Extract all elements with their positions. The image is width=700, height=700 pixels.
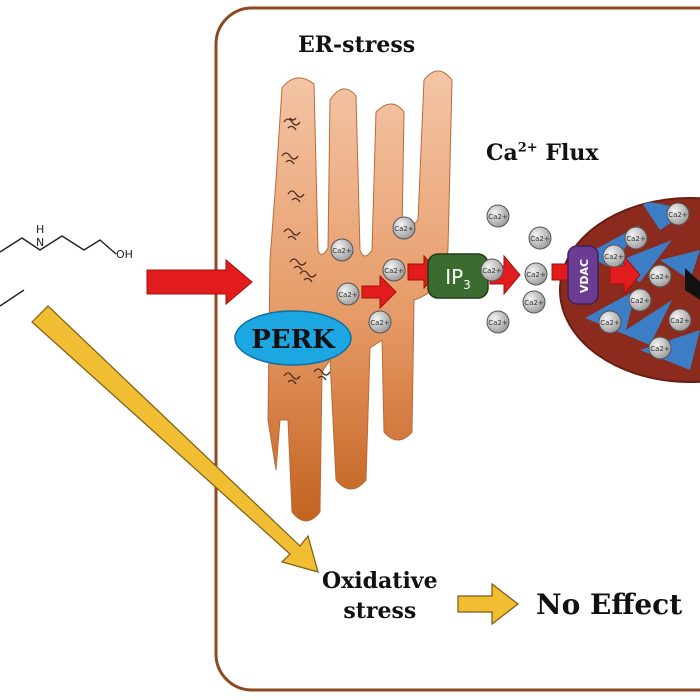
calcium-ion: Ca2+ [486,204,510,228]
calcium-ion: Ca2+ [602,244,626,268]
calcium-ion-label: Ca2+ [626,235,646,243]
drug-molecule: H N OH [0,223,133,307]
ca-flux-prefix: Ca [486,140,518,166]
calcium-ion: Ca2+ [598,310,622,334]
endoplasmic-reticulum [267,70,453,522]
ip3-label: IP3 [445,265,471,292]
perk-label: PERK [251,325,336,355]
calcium-ion: Ca2+ [368,310,392,334]
ca-flux-label: Ca2+ Flux [486,140,598,166]
er-to-ip3-arrow-1 [361,274,397,310]
vdac-channel: VDAC [567,245,599,305]
ip3-receptor: IP3 [427,253,489,299]
calcium-ion: Ca2+ [528,226,552,250]
ip3-to-flux-arrow [489,254,521,296]
calcium-ion-label: Ca2+ [394,225,414,233]
ca-flux-sup: 2+ [517,140,538,156]
calcium-ion-label: Ca2+ [668,211,688,219]
vdac-to-mito-arrow [609,254,641,296]
calcium-ion: Ca2+ [486,310,510,334]
calcium-ions: Ca2+ Ca2+ Ca2+ Ca2+ Ca2+ Ca2+ Ca2+ Ca2+ Ca2+ Ca2+… [330,202,692,360]
perk-receptor: PERK [234,310,352,366]
calcium-ion: Ca2+ [522,290,546,314]
calcium-ion-label: Ca2+ [600,319,620,327]
calcium-ion-label: Ca2+ [650,273,670,281]
calcium-ion: Ca2+ [648,336,672,360]
calcium-ion: Ca2+ [392,216,416,240]
calcium-ion: Ca2+ [648,264,672,288]
er-stress-label: ER-stress [298,32,416,58]
yellow-arrows [31,305,519,626]
molecule-oh: OH [116,248,133,261]
calcium-ion-label: Ca2+ [338,291,358,299]
molecule-h: H [36,223,44,236]
calcium-ion-label: Ca2+ [384,267,404,275]
calcium-ion-label: Ca2+ [650,345,670,353]
vdac-label: VDAC [578,259,591,293]
calcium-ion-label: Ca2+ [524,299,544,307]
calcium-ion: Ca2+ [666,202,690,226]
cell-membrane [214,6,700,692]
mito-arrow [685,268,700,300]
calcium-ion: Ca2+ [624,226,648,250]
oxidative-to-noeffect-arrow [457,582,519,626]
oxidative-line2: stress [343,598,417,624]
calcium-ion-label: Ca2+ [526,271,546,279]
misfolded-proteins [281,117,331,385]
calcium-ion: Ca2+ [382,258,406,282]
calcium-ion: Ca2+ [668,308,692,332]
calcium-ion-label: Ca2+ [670,317,690,325]
drug-to-oxidative-arrow [31,305,319,573]
calcium-ion-label: Ca2+ [488,319,508,327]
ca-flux-suffix: Flux [537,140,599,166]
calcium-ion: Ca2+ [480,258,504,282]
no-effect-label: No Effect [536,588,683,621]
calcium-ion: Ca2+ [628,288,652,312]
calcium-ion: Ca2+ [524,262,548,286]
calcium-ion: Ca2+ [330,238,354,262]
oxidative-stress-label: Oxidative stress [322,566,438,626]
calcium-ion-label: Ca2+ [332,247,352,255]
drug-to-er-arrow [146,258,253,306]
calcium-ion-label: Ca2+ [488,213,508,221]
molecule-n: N [36,236,44,249]
calcium-ion-label: Ca2+ [482,267,502,275]
oxidative-line1: Oxidative [322,568,438,594]
calcium-ion-label: Ca2+ [530,235,550,243]
mitochondrion [559,197,700,383]
calcium-ion-label: Ca2+ [604,253,624,261]
calcium-ion-label: Ca2+ [370,319,390,327]
calcium-ion: Ca2+ [336,282,360,306]
calcium-ion-label: Ca2+ [630,297,650,305]
